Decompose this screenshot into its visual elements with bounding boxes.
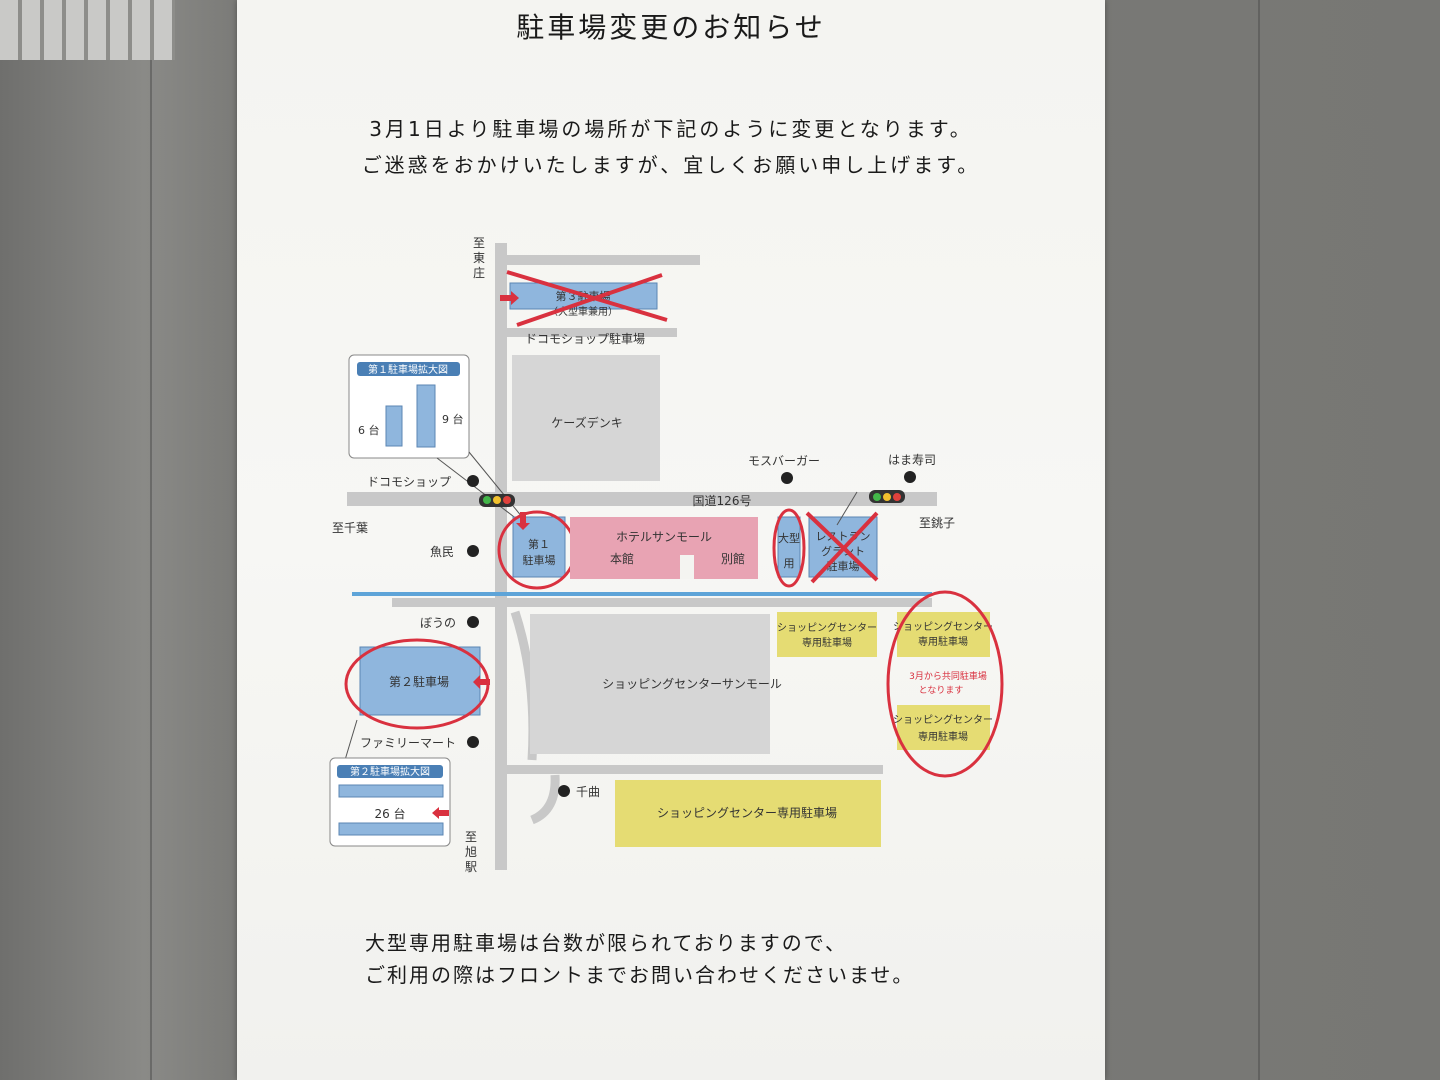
highlight-circle: [344, 638, 490, 730]
notice-paper: 駐車場変更のお知らせ 3月1日より駐車場の場所が下記のように変更となります。 ご…: [237, 0, 1105, 1080]
route-126-label: 国道126号: [693, 494, 752, 508]
to-chiba-label: 至千葉: [332, 521, 368, 535]
docomo-shop-label: ドコモショップ: [367, 475, 451, 489]
traffic-light-icon: [869, 490, 905, 503]
lot-2-inset-title: 第２駐車場拡大図: [350, 765, 430, 778]
lot-2-inset-count: 26 台: [374, 806, 405, 821]
landmark-dot-icon: [467, 545, 479, 557]
traffic-light-icon: [479, 494, 515, 507]
intro-line-1: 3月1日より駐車場の場所が下記のように変更となります。: [369, 117, 973, 141]
large-vehicle-lot: [777, 516, 801, 578]
mos-burger-label: モスバーガー: [748, 454, 820, 468]
to-higashisho-1: 至: [473, 236, 485, 250]
inset-leader-line: [468, 451, 528, 524]
notice-title: 駐車場変更のお知らせ: [516, 11, 826, 44]
shopping-center-label: ショッピングセンターサンモール: [602, 677, 782, 691]
to-choshi-label: 至銚子: [919, 515, 955, 530]
bottom-road: [507, 765, 883, 774]
inset-leader-line: [344, 719, 358, 761]
large-lot-label-2: 用: [784, 557, 795, 570]
to-asahi-3: 駅: [465, 860, 477, 874]
lot-1-inset-left-stalls: [385, 405, 403, 447]
lot-2-inset-bottom-stalls: [338, 822, 444, 836]
intro-line-2: ご迷惑をおかけいたしますが、宜しくお願い申し上げます。: [361, 153, 981, 177]
lot-2-label: 第２駐車場: [389, 674, 449, 689]
entry-arrow-icon: [500, 291, 519, 305]
entry-arrow-icon: [516, 512, 530, 530]
inset-leader-line: [436, 457, 523, 524]
lot-1-inset-right-stalls: [416, 384, 436, 448]
landmark-dot-icon: [904, 471, 916, 483]
sc-lot-right-top-label-1: ショッピングセンター: [893, 620, 993, 633]
hotel-gap: [680, 555, 694, 579]
ks-denki-label: ケーズデンキ: [551, 415, 622, 430]
lot-2-inset-title-bar: [337, 765, 443, 778]
south-road: [392, 598, 932, 607]
cross-out-mark-icon: [506, 270, 668, 327]
restaurant-lot-label-1: レストラン: [816, 530, 871, 543]
lot-1-inset-title: 第１駐車場拡大図: [368, 363, 448, 376]
cross-out-mark-icon: [805, 511, 879, 584]
lot-1-inset-title-bar: [357, 362, 460, 376]
landmark-dot-icon: [467, 475, 479, 487]
landmark-dot-icon: [467, 616, 479, 628]
lot-2: [359, 646, 481, 716]
wall-seam: [150, 0, 152, 1080]
family-mart-label: ファミリーマート: [360, 736, 456, 750]
entry-arrow-icon: [432, 807, 449, 819]
entry-arrow-icon: [473, 675, 490, 689]
sc-lot-right-top: [897, 612, 990, 657]
lot-1-inset-left-count: 6 台: [358, 423, 380, 437]
to-asahi-1: 至: [465, 830, 477, 844]
river: [352, 592, 932, 596]
hama-sushi-label: はま寿司: [888, 453, 936, 467]
sc-lot-middle-label-2: 専用駐車場: [802, 636, 852, 649]
uotami-label: 魚民: [430, 545, 454, 559]
ks-denki-building: [512, 355, 660, 481]
sc-lot-bottom: [615, 780, 881, 847]
sc-lot-bottom-label: ショッピングセンター専用駐車場: [657, 805, 837, 820]
sc-lot-middle: [777, 612, 877, 657]
top-road: [495, 255, 700, 265]
shared-note-1: 3月から共同駐車場: [909, 670, 987, 682]
curved-road: [530, 774, 560, 825]
wall-seam: [1258, 0, 1260, 1080]
large-lot-label-1: 大型: [778, 531, 800, 545]
shared-note-2: となります: [919, 685, 964, 696]
lot-1-inset-frame: [348, 354, 470, 459]
lot-1-inset-right-count: 9 台: [442, 412, 464, 426]
restaurant-lot-label-3: 駐車場: [827, 559, 860, 573]
lot-2-inset-top-stalls: [338, 784, 444, 798]
shopping-center-building: [530, 614, 770, 754]
hotel-main-building: [570, 517, 758, 579]
sc-lot-right-bottom-label-1: ショッピングセンター: [893, 713, 993, 726]
lot-1-label-1: 第１: [528, 537, 550, 551]
sc-lot-right-bottom-label-2: 専用駐車場: [918, 730, 968, 743]
to-asahi-2: 旭: [465, 845, 477, 859]
docomo-road: [495, 328, 677, 337]
route-126-road: [347, 492, 937, 506]
footer-line-1: 大型専用駐車場は台数が限られておりますので、: [365, 931, 847, 955]
main-building-label: 本館: [610, 551, 634, 566]
hotel-name-label: ホテルサンモール: [616, 530, 712, 544]
annex-label: 別館: [721, 551, 745, 566]
sc-lot-right-bottom: [897, 705, 990, 750]
footer-line-2: ご利用の際はフロントまでお問い合わせくださいませ。: [365, 963, 915, 987]
docomo-lot-label: ドコモショップ駐車場: [525, 331, 645, 346]
lot-1-label-2: 駐車場: [523, 553, 556, 567]
senkyoku-label: 千曲: [576, 785, 600, 799]
leader-line: [836, 491, 858, 526]
landmark-dot-icon: [781, 472, 793, 484]
highlight-circle: [772, 508, 806, 588]
parking-map: 第３駐車場 （大型車兼用） ドコモショップ駐車場 ケーズデンキ 至 東 庄 至千…: [329, 236, 1004, 874]
to-higashisho-2: 東: [473, 251, 485, 265]
bouno-label: ぼうの: [420, 616, 456, 630]
highlight-circle: [886, 590, 1004, 778]
air-vent: [0, 0, 175, 60]
landmark-dot-icon: [558, 785, 570, 797]
sc-lot-middle-label-1: ショッピングセンター: [777, 621, 877, 634]
to-higashisho-3: 庄: [473, 265, 485, 280]
sc-lot-right-top-label-2: 専用駐車場: [918, 635, 968, 648]
landmark-dot-icon: [467, 736, 479, 748]
